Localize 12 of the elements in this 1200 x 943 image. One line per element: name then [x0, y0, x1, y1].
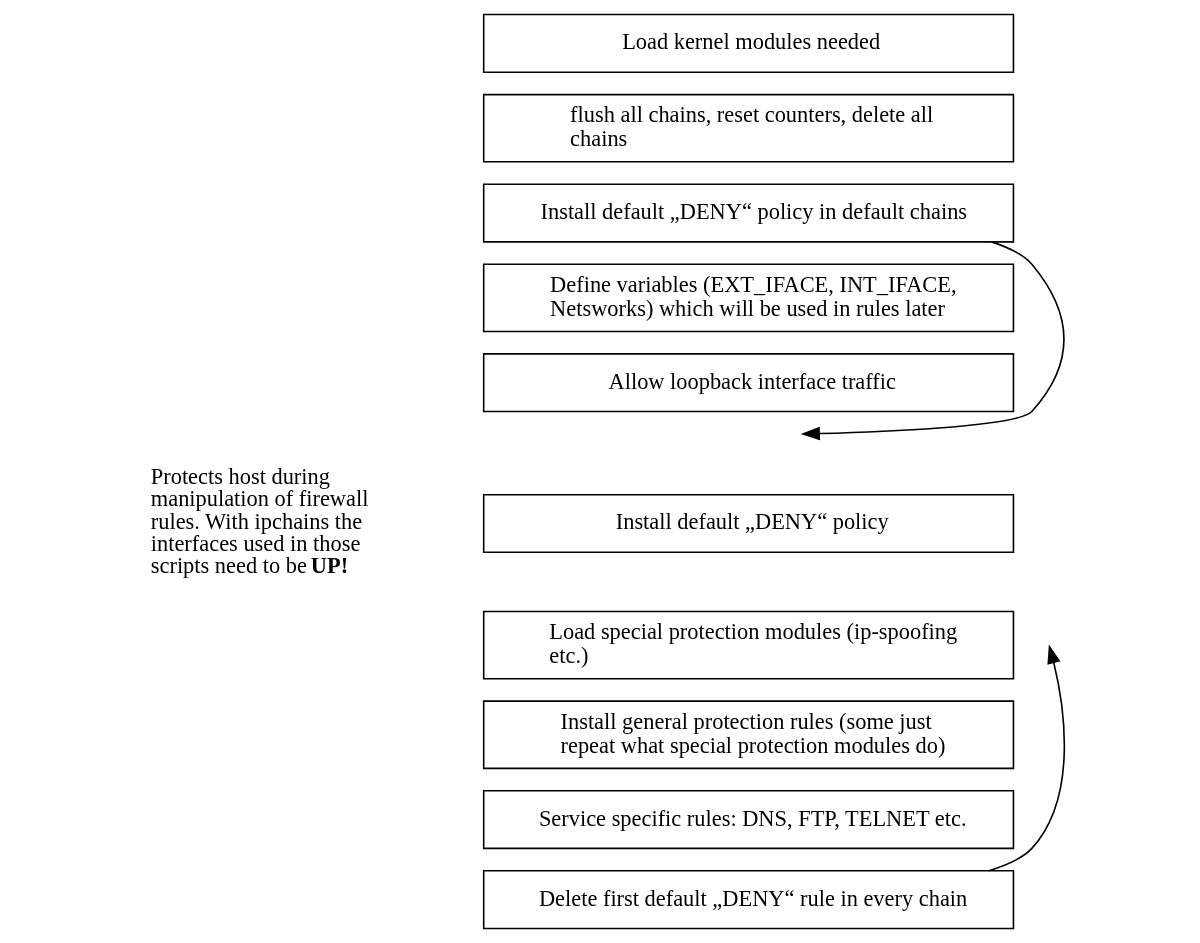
node-box: Delete first default „DENY“ rule in every chain [482, 870, 1014, 930]
node-box: Install default „DENY“ policy [482, 493, 1014, 554]
node-box: Load kernel modules needed [482, 13, 1014, 73]
node-box: Install general protection rules (some just repeat what special protection modules do) [482, 700, 1014, 770]
node-box: Define variables (EXT_IFACE, INT_IFACE, Netsworks) which will be used in rules later [482, 263, 1014, 333]
node-box: flush all chains, reset counters, delete all chains [482, 93, 1014, 163]
node-box: Install default „DENY“ policy in default chains [482, 183, 1014, 243]
node-box: Allow loopback interface traffic [482, 353, 1014, 413]
label: Protects host during manipulation of firewall rules. With ipchains the interfaces used in those scripts need to be UP! [150, 463, 368, 579]
arrow [800, 241, 1065, 441]
node-box: Service specific rules: DNS, FTP, TELNET etc. [482, 790, 1014, 850]
node-box: Load special protection modules (ip-spoofing etc.) [482, 610, 1014, 680]
